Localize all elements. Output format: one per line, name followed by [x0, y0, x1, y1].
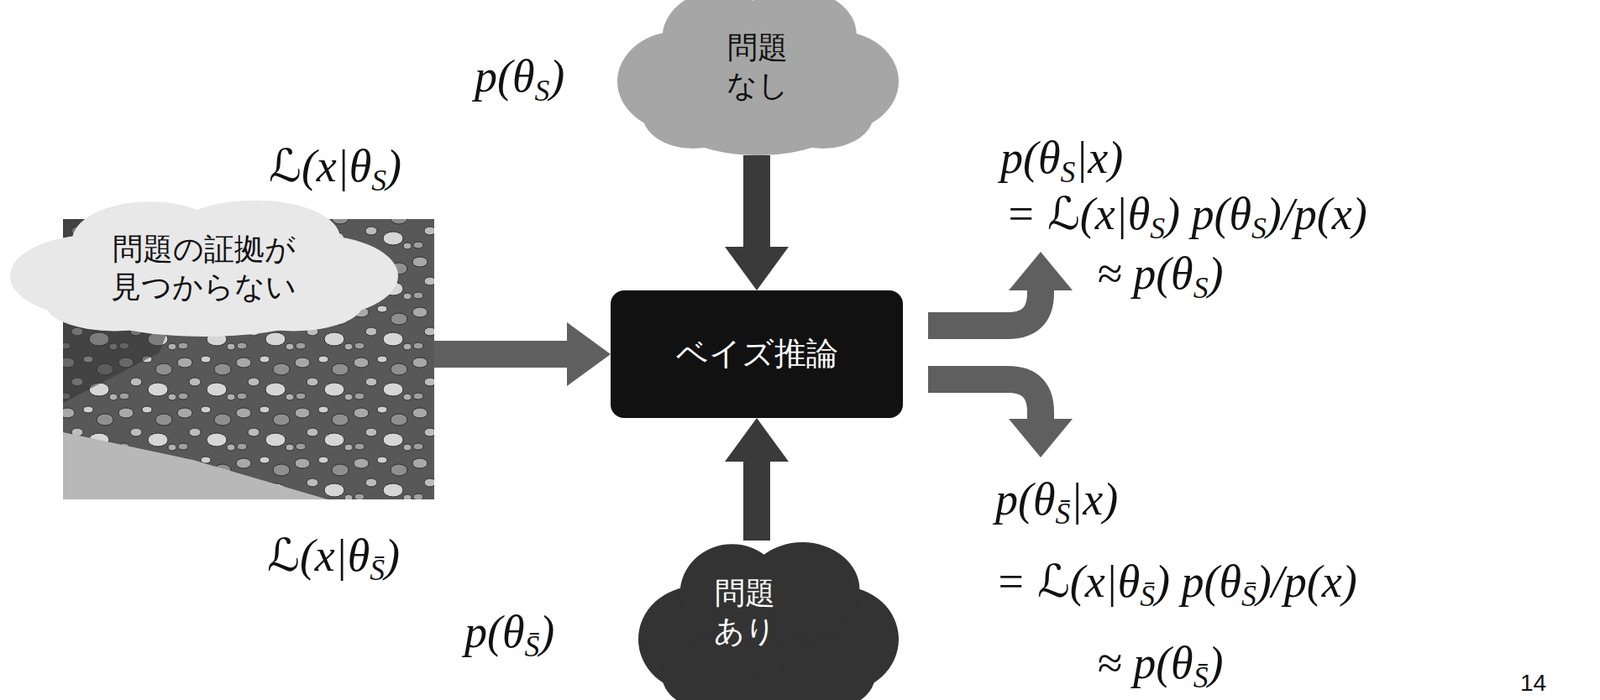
math-label: p(θS̄|x) [995, 472, 1118, 528]
math-subscript: S̄ [1241, 578, 1257, 613]
label-holder: p(θS̄) [464, 605, 555, 661]
math-subscript: S [1149, 210, 1165, 245]
road-surface [62, 432, 328, 500]
process-box: ベイズ推論 [610, 290, 903, 419]
math-label: = ℒ(x|θS) p(θS)/p(x) [1005, 187, 1368, 242]
math-subscript: S [371, 162, 387, 197]
math-run: ℒ(x|θ [267, 530, 370, 582]
math-run: ≈ p(θ [1096, 248, 1194, 300]
math-subscript: S [535, 73, 551, 107]
condition-cloud: 問題 あり [638, 540, 899, 700]
math-label: ≈ p(θS̄) [1096, 636, 1223, 692]
math-label: ≈ p(θS) [1096, 246, 1223, 302]
label-holder: = ℒ(x|θS̄) p(θS̄)/p(x) [995, 555, 1358, 610]
math-subscript: S̄ [369, 552, 385, 587]
label-holder: p(θS̄|x) [995, 472, 1118, 528]
page-number: 14 [1520, 669, 1547, 698]
math-run: p(θ [1000, 132, 1061, 184]
math-run: ) [539, 607, 555, 658]
gravel-ground [62, 219, 435, 500]
label-holder: ≈ p(θS̄) [1096, 636, 1223, 692]
output-arrow [928, 379, 1073, 458]
label-holder: ℒ(x|θS) [268, 139, 402, 195]
math-subscript: S̄ [1139, 578, 1155, 613]
math-subscript: S̄ [524, 629, 541, 663]
flow-arrow [724, 418, 789, 541]
math-run: ) [549, 51, 565, 102]
label-holder: p(θS) [474, 49, 565, 105]
math-label: p(θS) [474, 49, 565, 105]
label-holder: 14 [1520, 669, 1547, 698]
math-subscript: S [1251, 210, 1267, 245]
arrow-shaft [928, 379, 1041, 421]
math-run: )/p(x) [1266, 188, 1368, 240]
arrow-head [1008, 251, 1073, 291]
label-holder: ℒ(x|θS̄) [267, 529, 400, 584]
math-subscript: S [1193, 270, 1209, 305]
label-holder: = ℒ(x|θS) p(θS)/p(x) [1005, 187, 1368, 242]
cloud-lobe [661, 640, 756, 700]
math-run: ) [386, 141, 402, 192]
flow-arrow [724, 155, 789, 291]
math-label: ℒ(x|θS) [268, 139, 402, 195]
math-run: ≈ p(θ [1096, 638, 1194, 689]
math-subscript: S̄ [1193, 660, 1209, 694]
math-run: ) [384, 530, 400, 582]
math-subscript: S̄ [1055, 496, 1071, 530]
gravel-photo [62, 219, 435, 500]
cloud-lobe [781, 640, 877, 700]
evidence-cloud: 問題の証拠が 見つからない [10, 199, 435, 500]
math-label: p(θS̄) [464, 605, 555, 661]
output-arrow [928, 251, 1073, 326]
math-run: p(θ [464, 607, 525, 658]
node-text: 問題の証拠が 見つからない [107, 230, 301, 306]
math-label: p(θS|x) [1000, 131, 1123, 186]
flow-arrow [434, 322, 611, 387]
math-run: ) p(θ [1154, 556, 1242, 608]
math-run: = ℒ(x|θ [1005, 188, 1150, 240]
arrow-shaft [743, 460, 771, 541]
arrow-head [1008, 419, 1073, 458]
math-run: p(θ [995, 474, 1056, 525]
arrow-shaft [743, 155, 771, 249]
condition-cloud: 問題 なし [617, 0, 899, 156]
math-run: ℒ(x|θ [268, 141, 372, 192]
label-holder: p(θS|x) [1000, 131, 1123, 186]
math-run: ) [1207, 248, 1223, 300]
arrow-head [724, 418, 789, 462]
math-run: )/p(x) [1256, 556, 1358, 608]
math-run: p(θ [474, 51, 536, 102]
arrow-head [566, 322, 611, 387]
node-text: 問題 あり [708, 574, 782, 651]
label-holder: ≈ p(θS) [1096, 246, 1223, 302]
math-run: ) [1207, 638, 1223, 689]
arrow-head [724, 246, 789, 291]
math-subscript: S [1060, 154, 1076, 189]
math-run: |x) [1070, 474, 1118, 525]
math-label: = ℒ(x|θS̄) p(θS̄)/p(x) [995, 555, 1358, 610]
math-run: |x) [1075, 132, 1123, 184]
math-run: = ℒ(x|θ [995, 556, 1140, 608]
arrow-shaft [928, 287, 1041, 326]
math-label: ℒ(x|θS̄) [267, 529, 400, 584]
arrow-shaft [434, 340, 569, 368]
node-text: 問題 なし [721, 28, 794, 105]
node-text: ベイズ推論 [676, 334, 839, 375]
math-run: ) p(θ [1164, 188, 1252, 240]
